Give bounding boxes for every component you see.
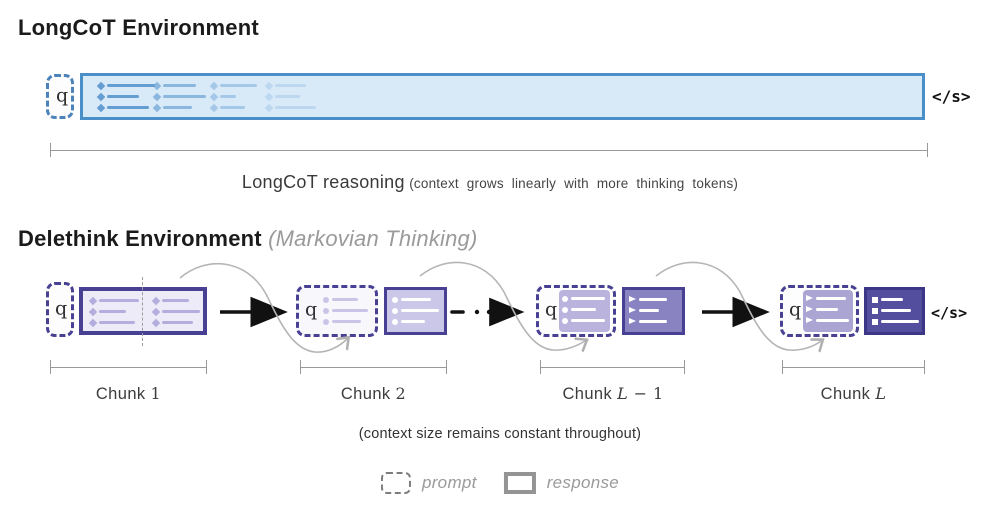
legend-response-label: response <box>546 473 620 492</box>
chunk2-response-box <box>384 287 447 335</box>
longcot-caption-main: LongCoT reasoning <box>241 172 405 192</box>
prompt-q-label: q <box>56 84 69 107</box>
prompt-q-label: q <box>789 298 802 321</box>
chunk-l-prompt-box: q <box>780 285 859 337</box>
chunk1-extent-line <box>50 360 207 374</box>
chunk2-prompt-box: q <box>296 285 378 337</box>
carried-state-fill <box>559 290 610 332</box>
chunk-l-response-box <box>864 287 925 335</box>
chunk-l-minus-1-prompt-box: q <box>536 285 616 337</box>
longcot-caption: LongCoT reasoning (context grows linearl… <box>0 172 980 193</box>
token-lines <box>629 296 667 324</box>
chunk1-response-box <box>79 287 207 335</box>
longcot-caption-note: (context grows linearly with more thinki… <box>409 176 739 191</box>
legend: prompt response <box>380 472 620 494</box>
longcot-title: LongCoT Environment <box>18 15 259 40</box>
delethink-title-text: Delethink Environment <box>18 226 262 251</box>
carried-state-fill <box>803 290 853 332</box>
chunk1-split-line <box>142 277 143 346</box>
longcot-extent-line <box>50 143 928 157</box>
token-lines <box>162 299 200 324</box>
prompt-q-label: q <box>305 298 318 321</box>
delethink-caption: (context size remains constant throughou… <box>358 426 642 442</box>
token-lines <box>99 299 139 324</box>
carried-token-lines <box>806 295 849 323</box>
longcot-prompt-box: q <box>46 74 74 119</box>
ellipsis-separator <box>450 297 525 327</box>
chunk-l-extent-line <box>782 360 925 374</box>
token-lines <box>872 296 919 325</box>
delethink-subtitle: (Markovian Thinking) <box>268 226 478 251</box>
eos-token-delethink: </s> <box>931 304 968 322</box>
legend-response-swatch <box>503 472 536 494</box>
prompt-q-label: q <box>55 297 68 320</box>
legend-prompt-label: prompt <box>421 473 477 492</box>
token-lines <box>275 84 316 109</box>
chunk1-prompt-box: q <box>46 282 74 337</box>
token-lines <box>163 84 206 109</box>
eos-token-longcot: </s> <box>932 87 971 106</box>
token-lines <box>107 84 155 109</box>
prompt-q-label: q <box>545 298 558 321</box>
carried-token-lines <box>562 295 605 324</box>
carried-token-lines <box>323 296 368 325</box>
chunk-l-minus-1-response-box <box>622 287 685 335</box>
token-lines <box>392 296 439 325</box>
legend-prompt-swatch <box>380 472 411 494</box>
chunk-l-minus-1-extent-line <box>540 360 685 374</box>
chunk2-extent-line <box>300 360 447 374</box>
token-lines <box>220 84 257 109</box>
longcot-response-box <box>80 73 925 120</box>
delethink-title: Delethink Environment (Markovian Thinkin… <box>18 226 478 252</box>
